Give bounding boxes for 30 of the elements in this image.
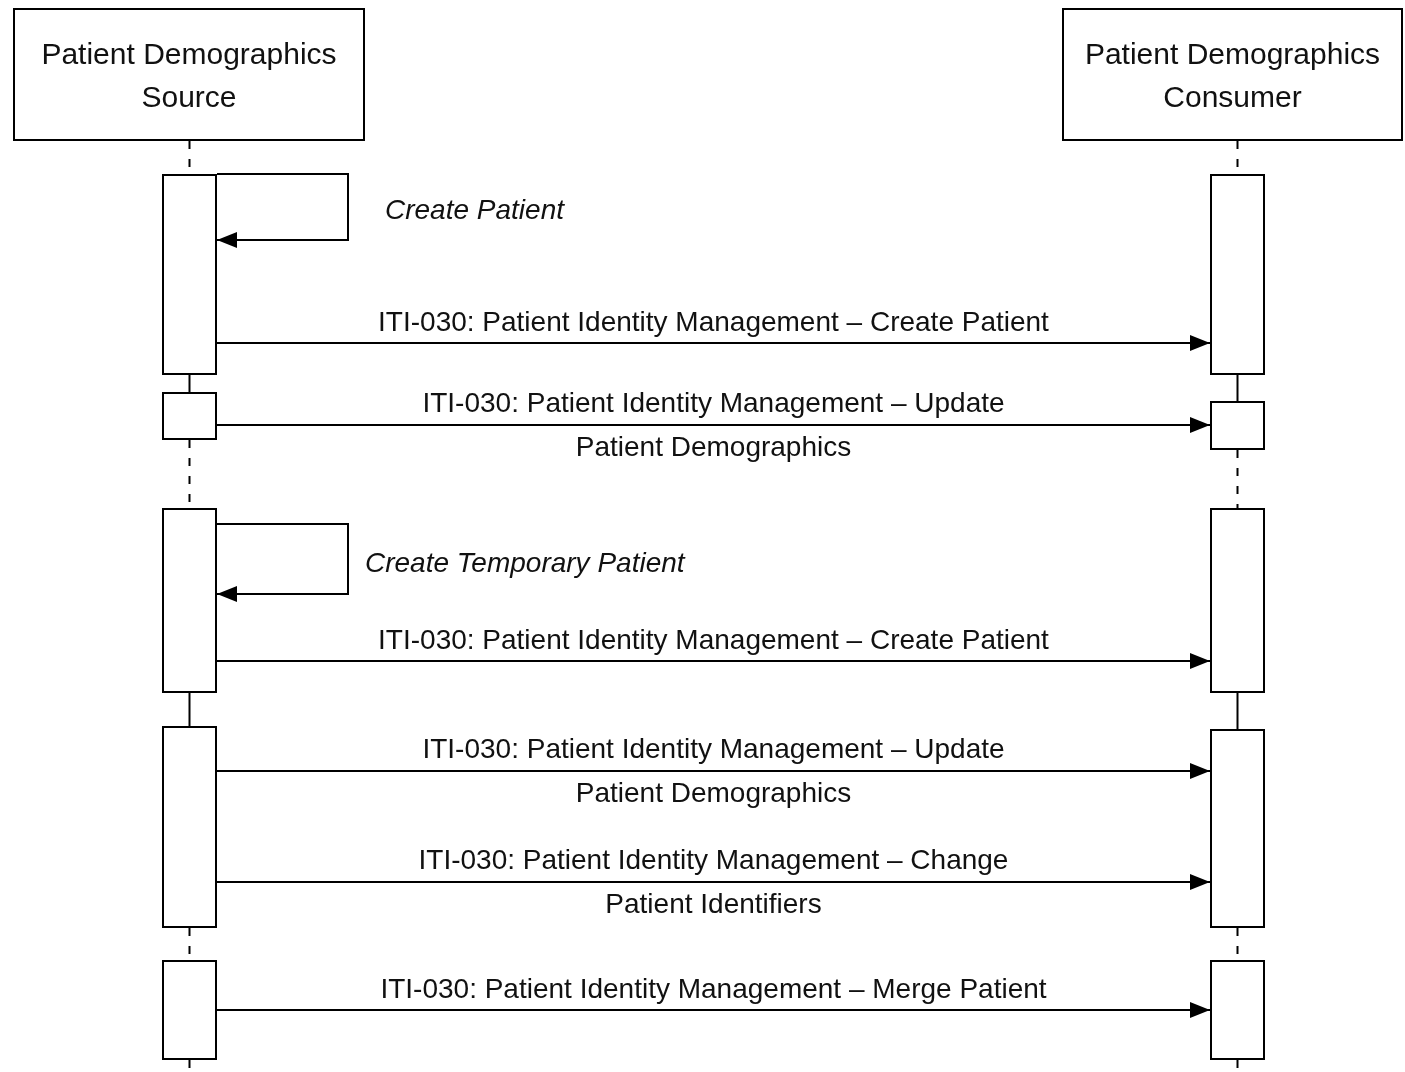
activation-bar	[162, 508, 217, 693]
message-label: ITI-030: Patient Identity Management – Change Patient Identifiers	[418, 844, 1009, 919]
arrow	[216, 1002, 1211, 1018]
activation-bar	[1210, 960, 1265, 1060]
arrow	[216, 417, 1211, 433]
activation-bar	[162, 726, 217, 928]
arrow	[216, 763, 1211, 779]
participant-name: Patient Demographics Consumer	[1083, 35, 1382, 115]
lifeline	[188, 692, 191, 727]
arrow	[216, 653, 1211, 669]
activation-bar	[1210, 401, 1265, 450]
arrow	[216, 335, 1211, 351]
participant-box	[1062, 8, 1403, 141]
arrow	[216, 173, 349, 248]
activation-bar	[162, 174, 217, 375]
arrow	[216, 523, 349, 602]
message-label: ITI-030: Patient Identity Management – Update Patient Demographics	[422, 733, 1005, 808]
arrow	[216, 874, 1211, 890]
activation-bar	[1210, 508, 1265, 693]
participant-name: Patient Demographics Source	[40, 35, 338, 115]
activation-bar	[1210, 729, 1265, 928]
lifeline	[1236, 692, 1239, 730]
lifeline	[188, 374, 191, 393]
message-label: ITI-030: Patient Identity Management – Update Patient Demographics	[422, 387, 1005, 462]
activation-bar	[162, 392, 217, 440]
activation-bar	[162, 960, 217, 1060]
lifeline	[1236, 449, 1239, 509]
activation-bar	[1210, 174, 1265, 375]
participant-box	[13, 8, 365, 141]
lifeline	[1236, 374, 1239, 402]
